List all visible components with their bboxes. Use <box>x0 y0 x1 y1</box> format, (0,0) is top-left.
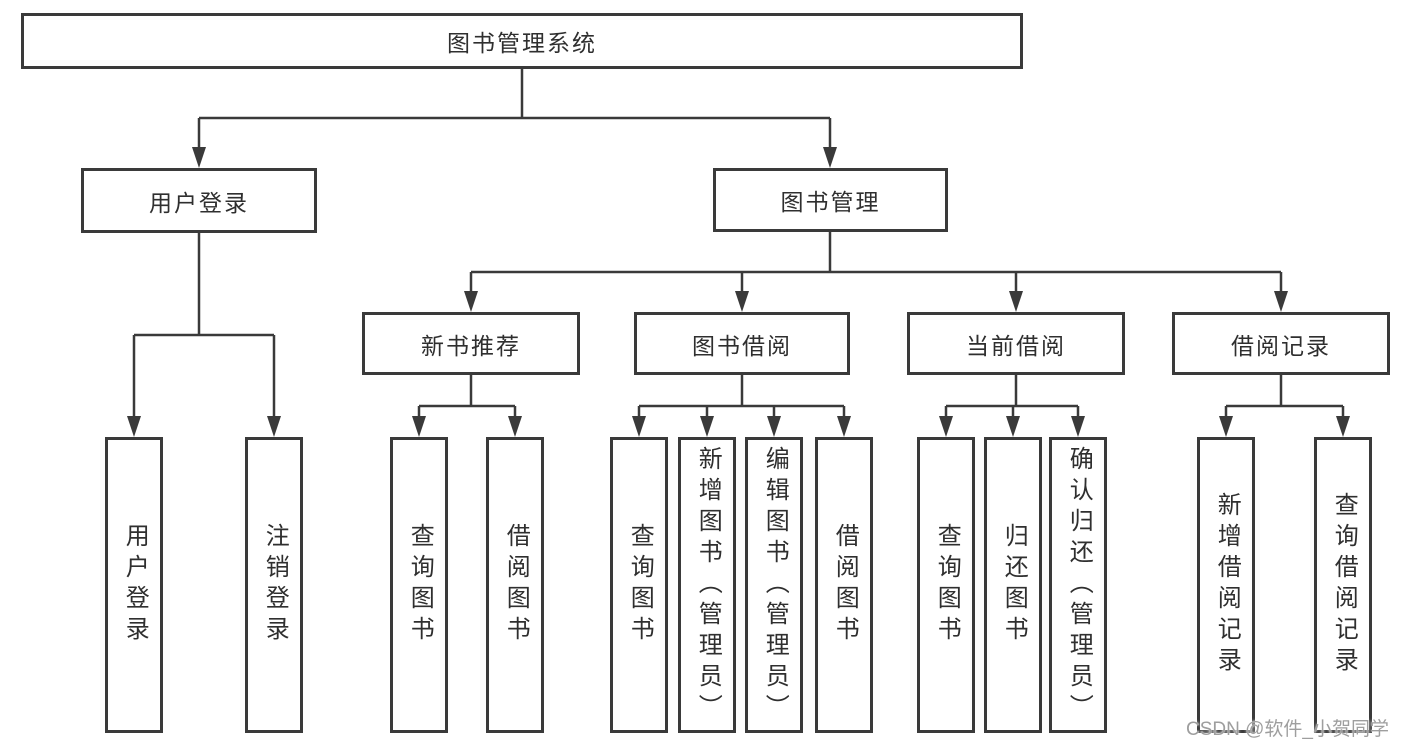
arrowhead <box>1219 416 1233 437</box>
node-branch-user-login: 用户登录 <box>81 168 317 233</box>
arrowhead <box>464 291 478 312</box>
arrowhead <box>700 416 714 437</box>
node-branch-book-management: 图书管理 <box>713 168 948 232</box>
node-leaf-query-books-current: 查询图书 <box>917 437 975 733</box>
node-branch-borrow-records: 借阅记录 <box>1172 312 1390 375</box>
arrowhead <box>1009 291 1023 312</box>
node-leaf-logout: 注销登录 <box>245 437 303 733</box>
node-leaf-borrow-books: 借阅图书 <box>815 437 873 733</box>
csdn-watermark: CSDN @软件_小贺同学 <box>1186 719 1389 740</box>
arrowhead <box>735 291 749 312</box>
node-branch-current-borrow: 当前借阅 <box>907 312 1125 375</box>
node-leaf-query-books-borrow: 查询图书 <box>610 437 668 733</box>
arrowhead <box>412 416 426 437</box>
arrowhead <box>823 147 837 168</box>
arrowhead <box>508 416 522 437</box>
arrowheads <box>127 147 1350 437</box>
node-leaf-borrow-books-recommend: 借阅图书 <box>486 437 544 733</box>
arrowhead <box>192 147 206 168</box>
node-root-library-system: 图书管理系统 <box>21 13 1023 69</box>
arrowhead <box>267 416 281 437</box>
arrowhead <box>632 416 646 437</box>
arrowhead <box>837 416 851 437</box>
node-leaf-user-login: 用户登录 <box>105 437 163 733</box>
node-branch-book-borrow: 图书借阅 <box>634 312 850 375</box>
node-branch-new-book-recommend: 新书推荐 <box>362 312 580 375</box>
arrowhead <box>939 416 953 437</box>
node-leaf-return-books: 归还图书 <box>984 437 1042 733</box>
node-leaf-edit-books-admin: 编辑图书（管理员） <box>745 437 803 733</box>
node-leaf-query-books-recommend: 查询图书 <box>390 437 448 733</box>
arrowhead <box>127 416 141 437</box>
node-leaf-add-borrow-record: 新增借阅记录 <box>1197 437 1255 733</box>
arrowhead <box>1274 291 1288 312</box>
arrowhead <box>1006 416 1020 437</box>
node-leaf-add-books-admin: 新增图书（管理员） <box>678 437 736 733</box>
node-leaf-query-borrow-record: 查询借阅记录 <box>1314 437 1372 733</box>
arrowhead <box>1336 416 1350 437</box>
arrowhead <box>1071 416 1085 437</box>
arrowhead <box>767 416 781 437</box>
node-leaf-confirm-return-admin: 确认归还（管理员） <box>1049 437 1107 733</box>
